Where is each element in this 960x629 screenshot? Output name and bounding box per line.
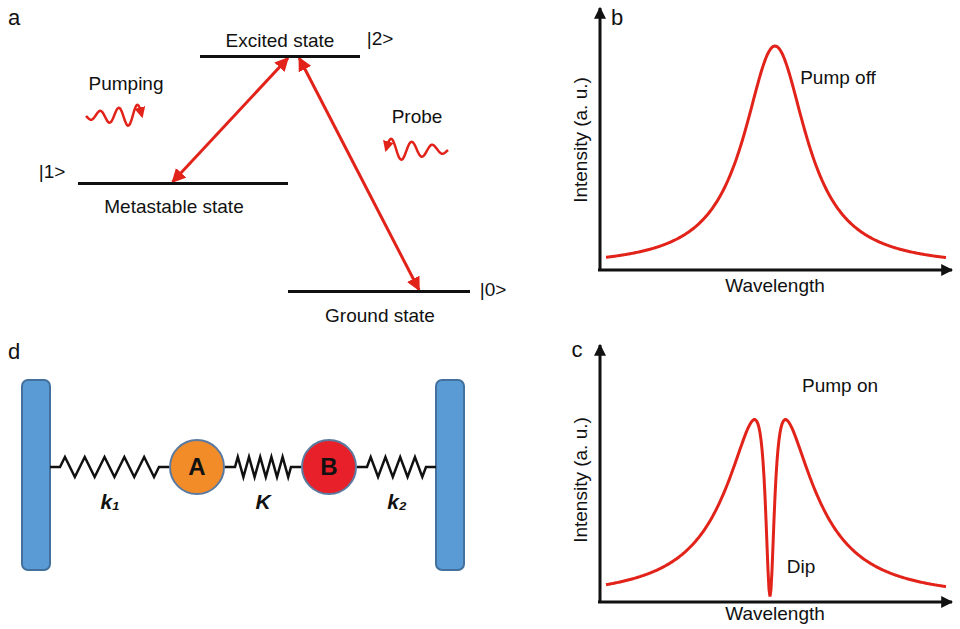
wall [22, 380, 50, 570]
state-label: |0> [480, 279, 507, 301]
state-label: Ground state [325, 305, 435, 327]
mass-ball: A [169, 439, 225, 495]
curve-label: Pump on [802, 375, 878, 397]
spring-constant: K [255, 490, 270, 514]
beam-label: Pumping [89, 73, 164, 95]
panel-letter: d [8, 339, 20, 364]
axis-title: Wavelength [725, 275, 825, 297]
x-axis [598, 601, 952, 604]
y-axis [599, 345, 602, 602]
curve-label: Dip [787, 556, 816, 578]
spectrum-curve [606, 420, 946, 597]
spring [50, 457, 169, 477]
spring-constant: k₁ [100, 490, 119, 514]
probe-wave [386, 139, 448, 160]
curve-label: Pump off [800, 67, 876, 89]
beam-label: Probe [392, 106, 443, 128]
mass-ball: B [301, 439, 357, 495]
energy-level: |1>Metastable state [78, 182, 288, 185]
axis-title: Intensity (a. u.) [570, 77, 592, 203]
panel-letter: a [8, 5, 20, 30]
mass-label: B [320, 453, 337, 481]
spring [225, 457, 301, 477]
transition-arrow [299, 58, 419, 290]
mass-label: A [188, 453, 205, 481]
spring [357, 457, 436, 477]
state-label: Metastable state [104, 196, 243, 218]
spring-constant: k₂ [387, 490, 407, 514]
axis-title: Intensity (a. u.) [570, 417, 592, 543]
panel-letter: b [611, 5, 623, 30]
plot-axes [598, 8, 952, 602]
state-label: |1> [39, 161, 66, 183]
energy-level: Ground state|0> [288, 290, 470, 293]
wall [436, 380, 464, 570]
panel-letter: c [572, 337, 583, 362]
state-label: |2> [367, 28, 394, 50]
y-axis [599, 8, 602, 270]
pump-wave [86, 105, 142, 126]
x-axis [598, 269, 952, 272]
axis-title: Wavelength [725, 603, 825, 625]
spectrum-curve [606, 46, 946, 258]
energy-level: Excited state|2> [200, 55, 360, 58]
transition-arrow [173, 58, 289, 182]
state-label: Excited state [226, 30, 335, 52]
